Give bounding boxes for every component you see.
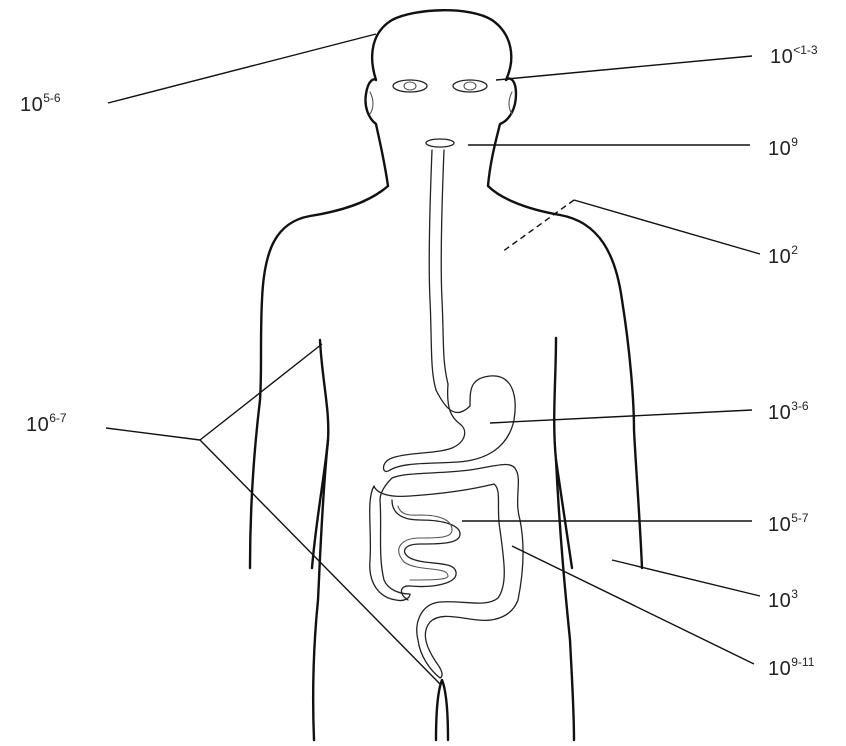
groin-label: 106-7 — [26, 412, 67, 435]
chest-leader-dashed — [502, 200, 574, 252]
forearm-label-exponent: 3 — [791, 587, 798, 601]
stomach-label-base: 10 — [768, 402, 791, 424]
chest-label-base: 10 — [768, 246, 791, 268]
mouth-label: 109 — [768, 136, 798, 159]
forearm-label: 103 — [768, 588, 798, 611]
chest-label: 102 — [768, 244, 798, 267]
colon-leader — [512, 546, 754, 664]
right-eye-pupil — [464, 82, 476, 90]
eyes-label-base: 10 — [770, 46, 793, 68]
left-hip-leg-outline — [313, 440, 328, 740]
scalp-label-base: 10 — [20, 94, 43, 116]
mouth-label-base: 10 — [768, 138, 791, 160]
groin-label-exponent: 6-7 — [49, 411, 66, 425]
scalp-label-exponent: 5-6 — [43, 91, 60, 105]
left-ear-detail — [370, 92, 373, 114]
scalp-label: 105-6 — [20, 92, 61, 115]
mouth — [426, 139, 454, 147]
crotch-outline — [436, 680, 448, 740]
stomach-leader — [490, 410, 752, 423]
left-eye-pupil — [404, 82, 416, 90]
stomach — [384, 376, 516, 472]
small-intestine-label: 105-7 — [768, 512, 809, 535]
esophagus-right-wall — [441, 150, 448, 384]
colon-label-exponent: 9-11 — [791, 655, 814, 669]
right-hip-leg-outline — [556, 460, 574, 740]
forearm-label-base: 10 — [768, 590, 791, 612]
stomach-label: 103-6 — [768, 400, 809, 423]
eyes-leader — [496, 56, 752, 80]
chest-label-exponent: 2 — [791, 243, 798, 257]
large-intestine — [370, 465, 523, 678]
right-inner-arm-outline — [554, 338, 572, 568]
mouth-label-exponent: 9 — [791, 135, 798, 149]
scalp-leader — [108, 34, 376, 103]
stomach-label-exponent: 3-6 — [791, 399, 808, 413]
eyes — [393, 80, 487, 92]
eyes-label: 10<1-3 — [770, 44, 818, 67]
eyes-label-exponent: <1-3 — [793, 43, 817, 57]
esophagus-left-wall — [429, 150, 436, 390]
chest-leader — [574, 200, 760, 254]
colon-label-base: 10 — [768, 658, 791, 680]
groin-leader-main — [106, 428, 200, 440]
head-and-torso-left-outline — [365, 10, 642, 568]
small-intestine-label-exponent: 5-7 — [791, 511, 808, 525]
esophagus — [429, 150, 448, 390]
small-intestine-label-base: 10 — [768, 514, 791, 536]
forearm-leader — [612, 560, 760, 596]
colon-label: 109-11 — [768, 656, 814, 679]
groin-label-base: 10 — [26, 414, 49, 436]
